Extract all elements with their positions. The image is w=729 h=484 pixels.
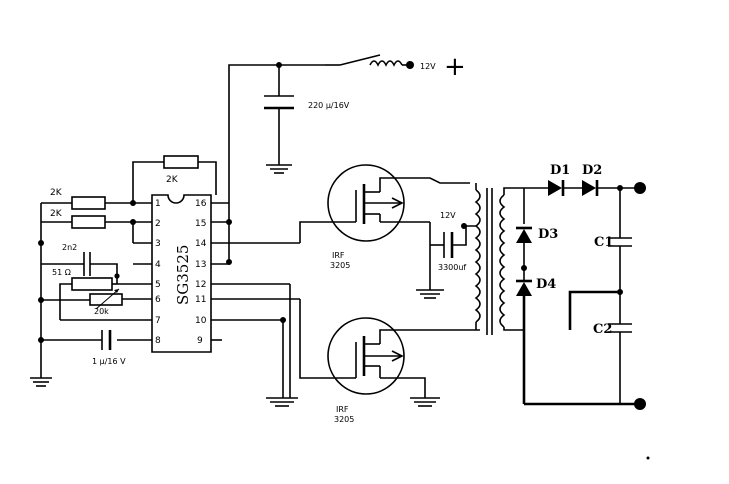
pin-3-label: 3	[155, 239, 161, 249]
capacitor-3300u-label: 3300uf	[438, 263, 466, 272]
mosfet-1-part: 3205	[330, 261, 350, 270]
rectifier-output: D1 D2 D3 D4 C1 C2	[516, 163, 650, 460]
supply-plus-label: +	[444, 52, 466, 82]
capacitor-220u-label: 220 μ/16V	[308, 101, 350, 110]
pin-1-label: 1	[155, 199, 161, 209]
supply-voltage-label: 12V	[420, 62, 436, 71]
capacitor-2n2-label: 2n2	[62, 243, 77, 252]
capacitor-c2-label: C2	[593, 322, 612, 337]
pin-4-label: 4	[155, 260, 161, 270]
transformer	[474, 183, 524, 335]
mosfet-2-label: IRF	[336, 405, 349, 414]
mosfet-2-part: 3205	[334, 415, 354, 424]
pin-15-label: 15	[195, 219, 206, 229]
pin-16-label: 16	[195, 199, 207, 209]
pin-9-label: 9	[197, 336, 203, 346]
diode-d4-label: D4	[536, 277, 556, 292]
resistor-2k-top-label: 2K	[166, 175, 179, 185]
pin-6-label: 6	[155, 295, 161, 305]
supply-input: 12V + 220 μ/16V	[226, 52, 466, 265]
pin-11-label: 11	[195, 295, 206, 305]
ic-ground-connections	[266, 284, 298, 407]
resistor-2k-2-label: 2K	[50, 209, 63, 219]
resistor-2k-top: 2K	[130, 155, 217, 206]
pin-2-label: 2	[155, 219, 161, 229]
diode-d1-label: D1	[550, 163, 570, 178]
pin-8-label: 8	[155, 336, 161, 346]
diode-d3-label: D3	[538, 227, 558, 242]
mosfet-2: IRF 3205	[299, 299, 480, 424]
pin-14-label: 14	[195, 239, 207, 249]
sg3525-ic: SG3525 1 2 3 4 5 6 7 8 16 15 14 13 12 11…	[60, 194, 300, 353]
mosfet-1: IRF 3205	[299, 164, 470, 270]
capacitor-c1-label: C1	[594, 235, 613, 250]
center-tap-network: 12V 3300uf	[416, 211, 476, 299]
pin-13-label: 13	[195, 260, 206, 270]
resistor-51-label: 51 Ω	[52, 268, 71, 277]
resistor-20k-label: 20k	[94, 307, 109, 316]
ic-label: SG3525	[174, 245, 192, 305]
capacitor-1u-label: 1 μ/16 V	[92, 357, 126, 366]
mosfet-1-label: IRF	[332, 251, 345, 260]
pin-7-label: 7	[155, 316, 161, 326]
pin-12-label: 12	[195, 280, 206, 290]
resistor-2k-1-label: 2K	[50, 188, 63, 198]
left-bias-network: 2K 2K 2n2 51 Ω 20k 1 μ/16 V	[30, 188, 136, 387]
center-tap-voltage-label: 12V	[440, 211, 456, 220]
pin-5-label: 5	[155, 280, 161, 290]
pin-10-label: 10	[195, 316, 207, 326]
diode-d2-label: D2	[582, 163, 602, 178]
